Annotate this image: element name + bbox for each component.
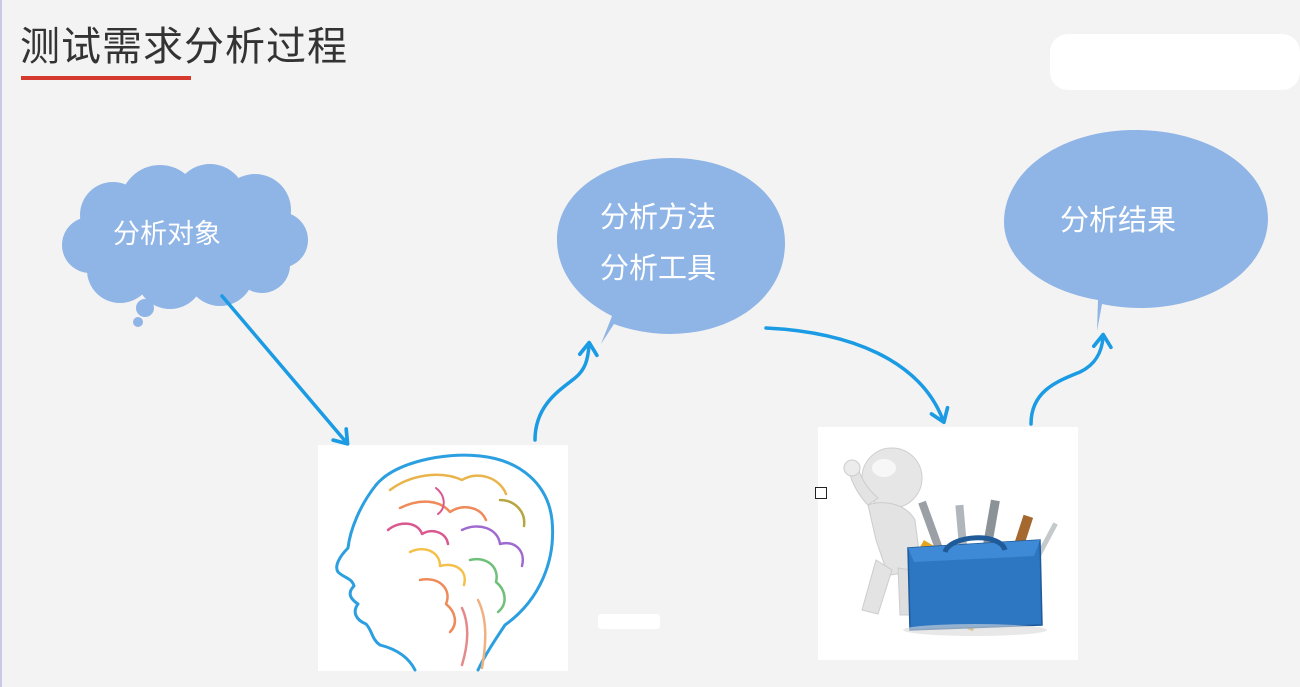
arrow-object-to-brain [220, 294, 350, 446]
label-analysis-tools: 分析工具 [600, 250, 717, 285]
label-analysis-result: 分析结果 [1060, 203, 1177, 237]
arrow-method-to-toolbox [764, 326, 950, 425]
arrow-brain-to-method [533, 340, 599, 442]
slide-title: 测试需求分析过程 [20, 24, 348, 70]
person-toolbox-icon [843, 447, 1058, 636]
white-patch-bottom-middle [598, 614, 660, 629]
slide-left-edge [0, 0, 2, 687]
label-analysis-method-tools: 分析方法 分析工具 [600, 192, 716, 294]
bubble-analysis-object [62, 164, 308, 327]
selection-handle[interactable] [815, 487, 827, 499]
brain-image-box [318, 445, 568, 671]
white-patch-top-right [1050, 34, 1300, 90]
title-underline [21, 76, 191, 80]
bubble-analysis-result [1004, 130, 1268, 331]
bubble-analysis-method-tools [557, 158, 785, 344]
label-analysis-method: 分析方法 [600, 200, 717, 234]
label-analysis-object: 分析对象 [113, 219, 221, 250]
brain-head-icon [335, 453, 555, 672]
arrow-toolbox-to-result [1029, 332, 1113, 426]
